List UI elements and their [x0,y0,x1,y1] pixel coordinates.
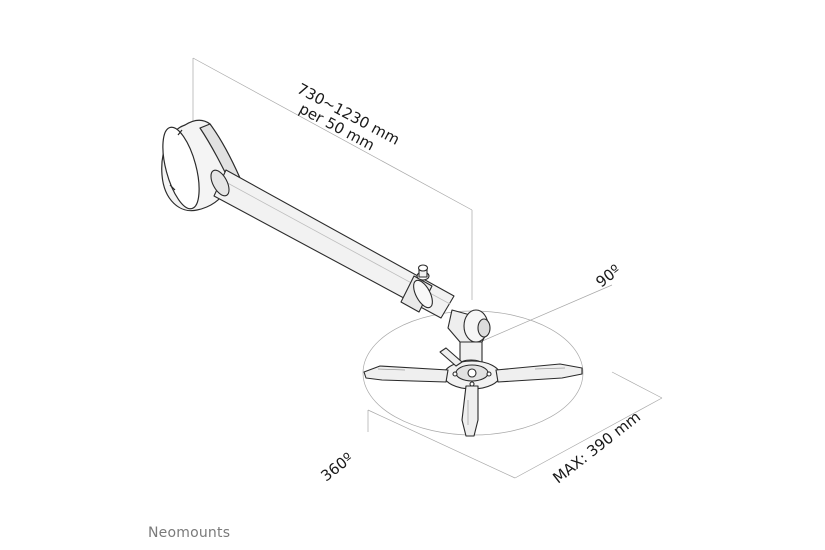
depth-dimension-lines [367,284,663,479]
spider-bracket [363,347,583,437]
extension-tube [210,169,455,319]
brand-logo-text: Neomounts [148,525,231,541]
max-depth-label: MAX: 390 mm [549,408,644,487]
tilt-label: 90º [592,261,624,291]
rotation-label: 360º [317,449,356,485]
